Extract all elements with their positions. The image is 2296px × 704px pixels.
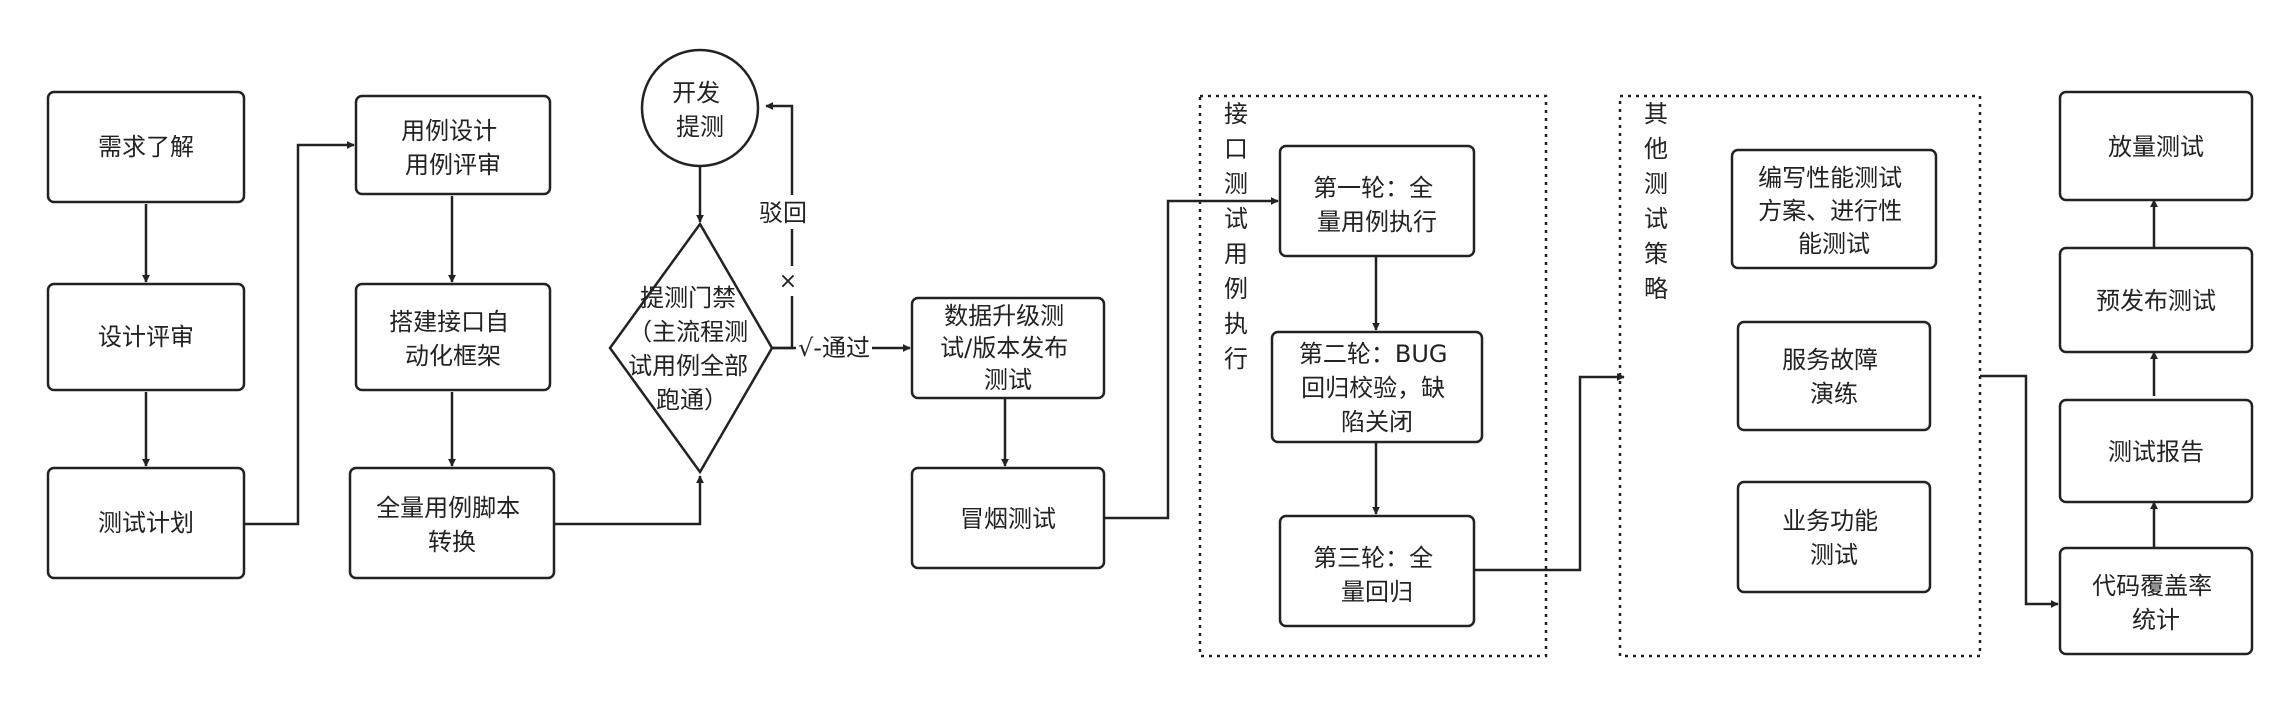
node-release-test-label: 放量测试 [2108,133,2204,161]
node-biz-function-test [1736,480,1932,594]
node-fault-drill [1736,320,1932,432]
reject-label-bg [758,195,808,229]
edges [142,102,2158,608]
group-other-title: 其 他 测 试 策 略 [1644,100,1676,303]
node-script-convert-label: 全量用例脚本 转换 [376,494,528,556]
edge-mark-reject: × [779,269,797,294]
node-dev-submit [640,48,760,168]
node-design-review [46,282,246,392]
node-perf-test-label: 编写性能测试 方案、进行性 能测试 [1758,164,1910,258]
node-case-design [354,94,552,196]
node-case-design-label: 用例设计 用例评审 [401,117,505,179]
node-prerelease-test [2058,246,2254,354]
node-upgrade-test-label: 数据升级测 试/版本发布 测试 [940,302,1076,394]
node-round-1 [1278,144,1476,258]
node-round-2-label: 第二轮：BUG 回归校验，缺 陷关闭 [1299,340,1455,436]
node-design-review-label: 设计评审 [98,323,194,351]
edge-other-to-coverage [1980,374,2059,608]
node-script-convert [348,466,556,580]
node-fault-drill-label: 服务故障 演练 [1782,346,1886,408]
node-framework [354,282,552,392]
node-perf-test [1730,148,1938,270]
node-code-coverage-label: 代码覆盖率 统计 [2092,572,2220,634]
node-round-3-label: 第三轮：全 量回归 [1313,544,1441,606]
node-framework-label: 搭建接口自 动化框架 [389,308,517,370]
edge-label-reject: 驳回 [759,199,807,227]
pass-label-bg [796,333,872,363]
node-test-plan-label: 测试计划 [98,509,194,537]
node-requirements-label: 需求了解 [98,133,194,161]
node-release-test [2058,90,2254,202]
node-gate-decision [608,221,774,475]
node-upgrade-test [910,296,1106,400]
node-dev-submit-label: 开发 提测 [672,79,728,141]
node-smoke-test-label: 冒烟测试 [960,505,1056,533]
node-gate-label: 提测门禁 （主流程测 试用例全部 跑通） [628,284,756,414]
edge-label-pass: √-通过 [798,334,870,362]
node-round-2 [1270,330,1484,444]
node-smoke-test [910,466,1106,570]
edge-smoke-to-round1 [1104,197,1279,520]
node-test-report [2058,398,2254,504]
node-biz-function-test-label: 业务功能 测试 [1782,507,1886,569]
node-round-1-label: 第一轮：全 量用例执行 [1313,174,1441,236]
edge-script-to-gate [554,475,704,526]
node-code-coverage [2058,546,2254,656]
group-api-test-execution [1198,94,1548,658]
node-round-3 [1278,514,1476,628]
node-requirements [46,90,246,204]
edge-test-plan-to-case-design [244,141,355,526]
node-prerelease-test-label: 预发布测试 [2096,287,2216,315]
node-test-report-label: 测试报告 [2108,438,2204,466]
edge-round3-to-other [1474,373,1625,572]
reject-mark-bg [776,266,808,296]
node-test-plan [46,466,246,580]
group-api-title: 接 口 测 试 用 例 执 行 [1224,100,1256,373]
